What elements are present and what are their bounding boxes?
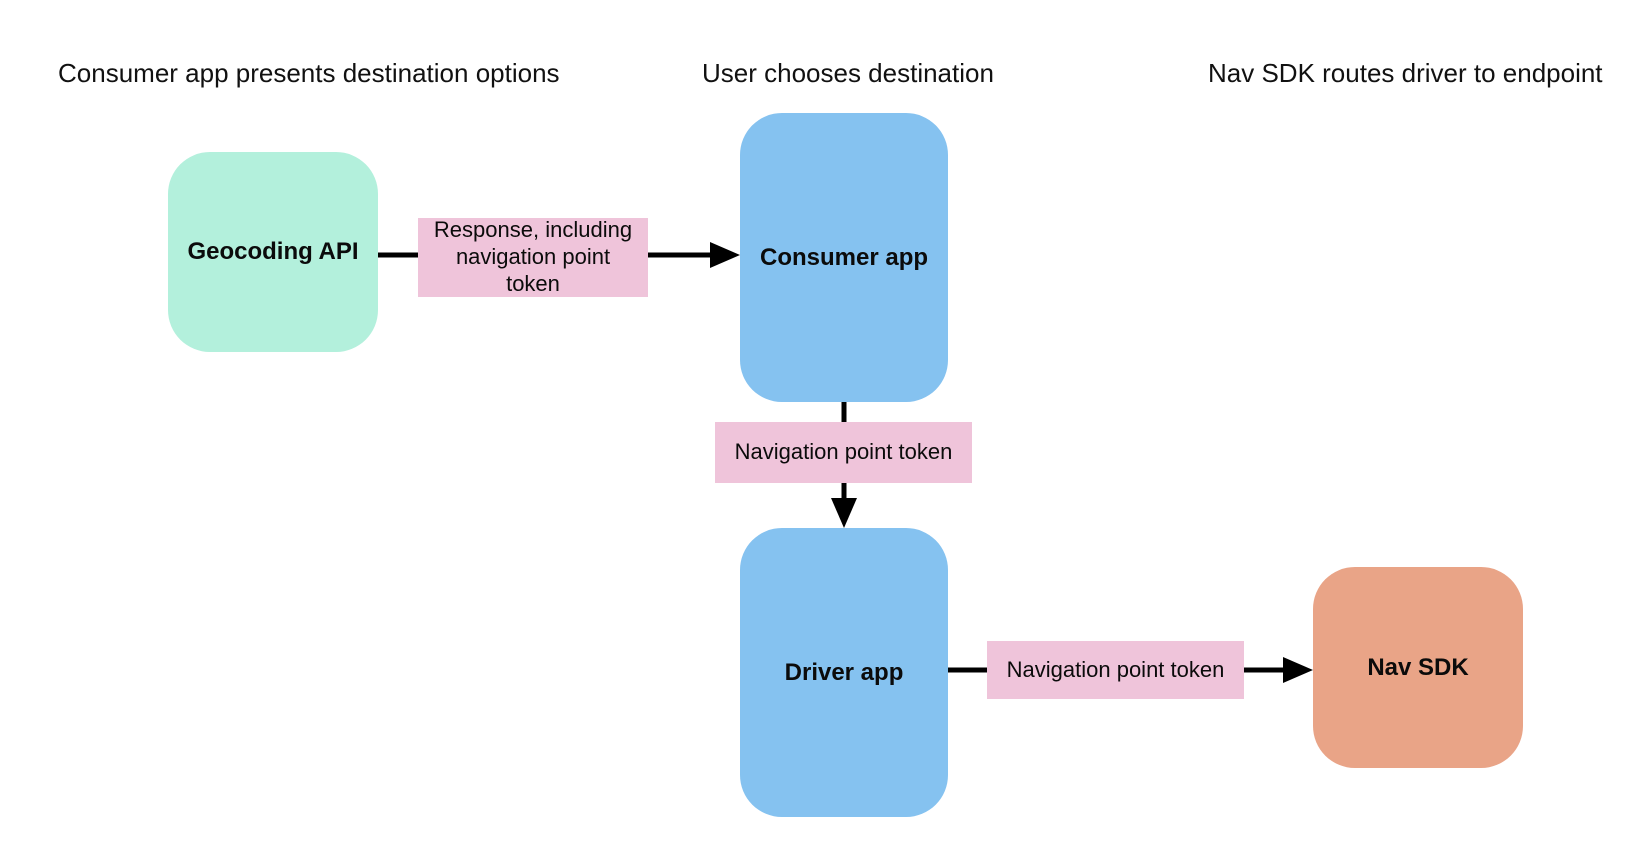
edge-label-response-token: Response, including navigation point tok… [418,217,648,297]
arrowhead-icon [710,242,740,268]
arrowhead-icon [1283,657,1313,683]
arrowhead-icon [831,498,857,528]
node-driver-app: Driver app [740,528,948,817]
phase-header-navsdk-routes: Nav SDK routes driver to endpoint [1208,58,1603,88]
node-consumer-app: Consumer app [740,113,948,402]
edge-label-navigation-point-token-1: Navigation point token [715,422,972,483]
edge-label-navigation-point-token-2: Navigation point token [987,641,1244,699]
phase-header-consumer-presents: Consumer app presents destination option… [58,58,560,88]
node-geocoding-api: Geocoding API [168,152,378,352]
phase-header-user-chooses: User chooses destination [702,58,994,88]
node-nav-sdk: Nav SDK [1313,567,1523,768]
